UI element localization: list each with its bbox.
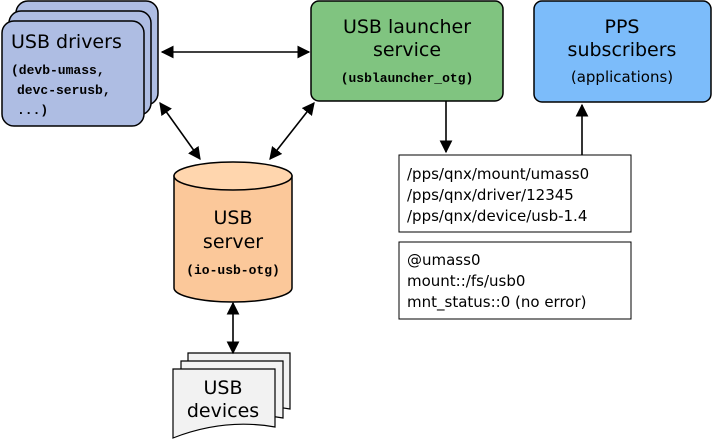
- usb-drivers-card-front: [1, 20, 145, 127]
- pps-path-item: /pps/qnx/driver/12345: [407, 186, 574, 204]
- arrow-launcher-server: [269, 101, 315, 161]
- usb-launcher-box: [310, 0, 504, 102]
- usb-launcher-title-line1: USB launcher: [343, 16, 471, 38]
- usb-devices-title-line1: USB: [203, 377, 242, 399]
- pps-subscribers-title-line2: subscribers: [568, 39, 677, 61]
- usb-devices-page-front: [172, 368, 276, 439]
- usb-server-title-line1: USB: [213, 207, 252, 229]
- usb-launcher-subtitle: (usblauncher_otg): [341, 71, 474, 86]
- pps-paths-box: /pps/qnx/mount/umass0 /pps/qnx/driver/12…: [398, 154, 632, 233]
- pps-subscribers-box: [533, 0, 712, 103]
- usb-server-node: USB server (io-usb-otg): [173, 161, 293, 303]
- pps-subscribers-subtitle: (applications): [571, 68, 673, 86]
- pps-object-frame: [398, 241, 632, 320]
- pps-subscribers-node: PPS subscribers (applications): [533, 0, 712, 103]
- usb-server-cylinder-top: [173, 161, 293, 191]
- pps-paths-frame: [398, 154, 632, 233]
- usb-drivers-line3: ...): [17, 103, 48, 118]
- pps-object-line: @umass0: [407, 251, 480, 269]
- pps-object-line: mnt_status::0 (no error): [407, 293, 586, 312]
- usb-launcher-node: USB launcher service (usblauncher_otg): [310, 0, 504, 102]
- connectors: [159, 45, 589, 355]
- usb-server-title-line2: server: [203, 231, 263, 253]
- usb-devices-title-line2: devices: [187, 400, 259, 422]
- usb-drivers-line2: devc-serusb,: [17, 83, 111, 98]
- usb-drivers-line1: (devb-umass,: [11, 63, 105, 78]
- pps-path-item: /pps/qnx/device/usb-1.4: [407, 207, 587, 225]
- usb-drivers-node: USB drivers (devb-umass, devc-serusb, ..…: [1, 0, 159, 127]
- pps-object-line: mount::/fs/usb0: [407, 272, 525, 290]
- pps-object-box: @umass0 mount::/fs/usb0 mnt_status::0 (n…: [398, 241, 632, 320]
- arrow-drivers-server: [159, 101, 201, 161]
- pps-path-item: /pps/qnx/mount/umass0: [407, 165, 589, 183]
- usb-devices-node: USB devices: [172, 352, 291, 439]
- usb-drivers-title: USB drivers: [11, 31, 122, 53]
- pps-subscribers-title-line1: PPS: [605, 16, 640, 38]
- usb-launcher-title-line2: service: [373, 39, 441, 61]
- usb-server-subtitle: (io-usb-otg): [186, 263, 280, 278]
